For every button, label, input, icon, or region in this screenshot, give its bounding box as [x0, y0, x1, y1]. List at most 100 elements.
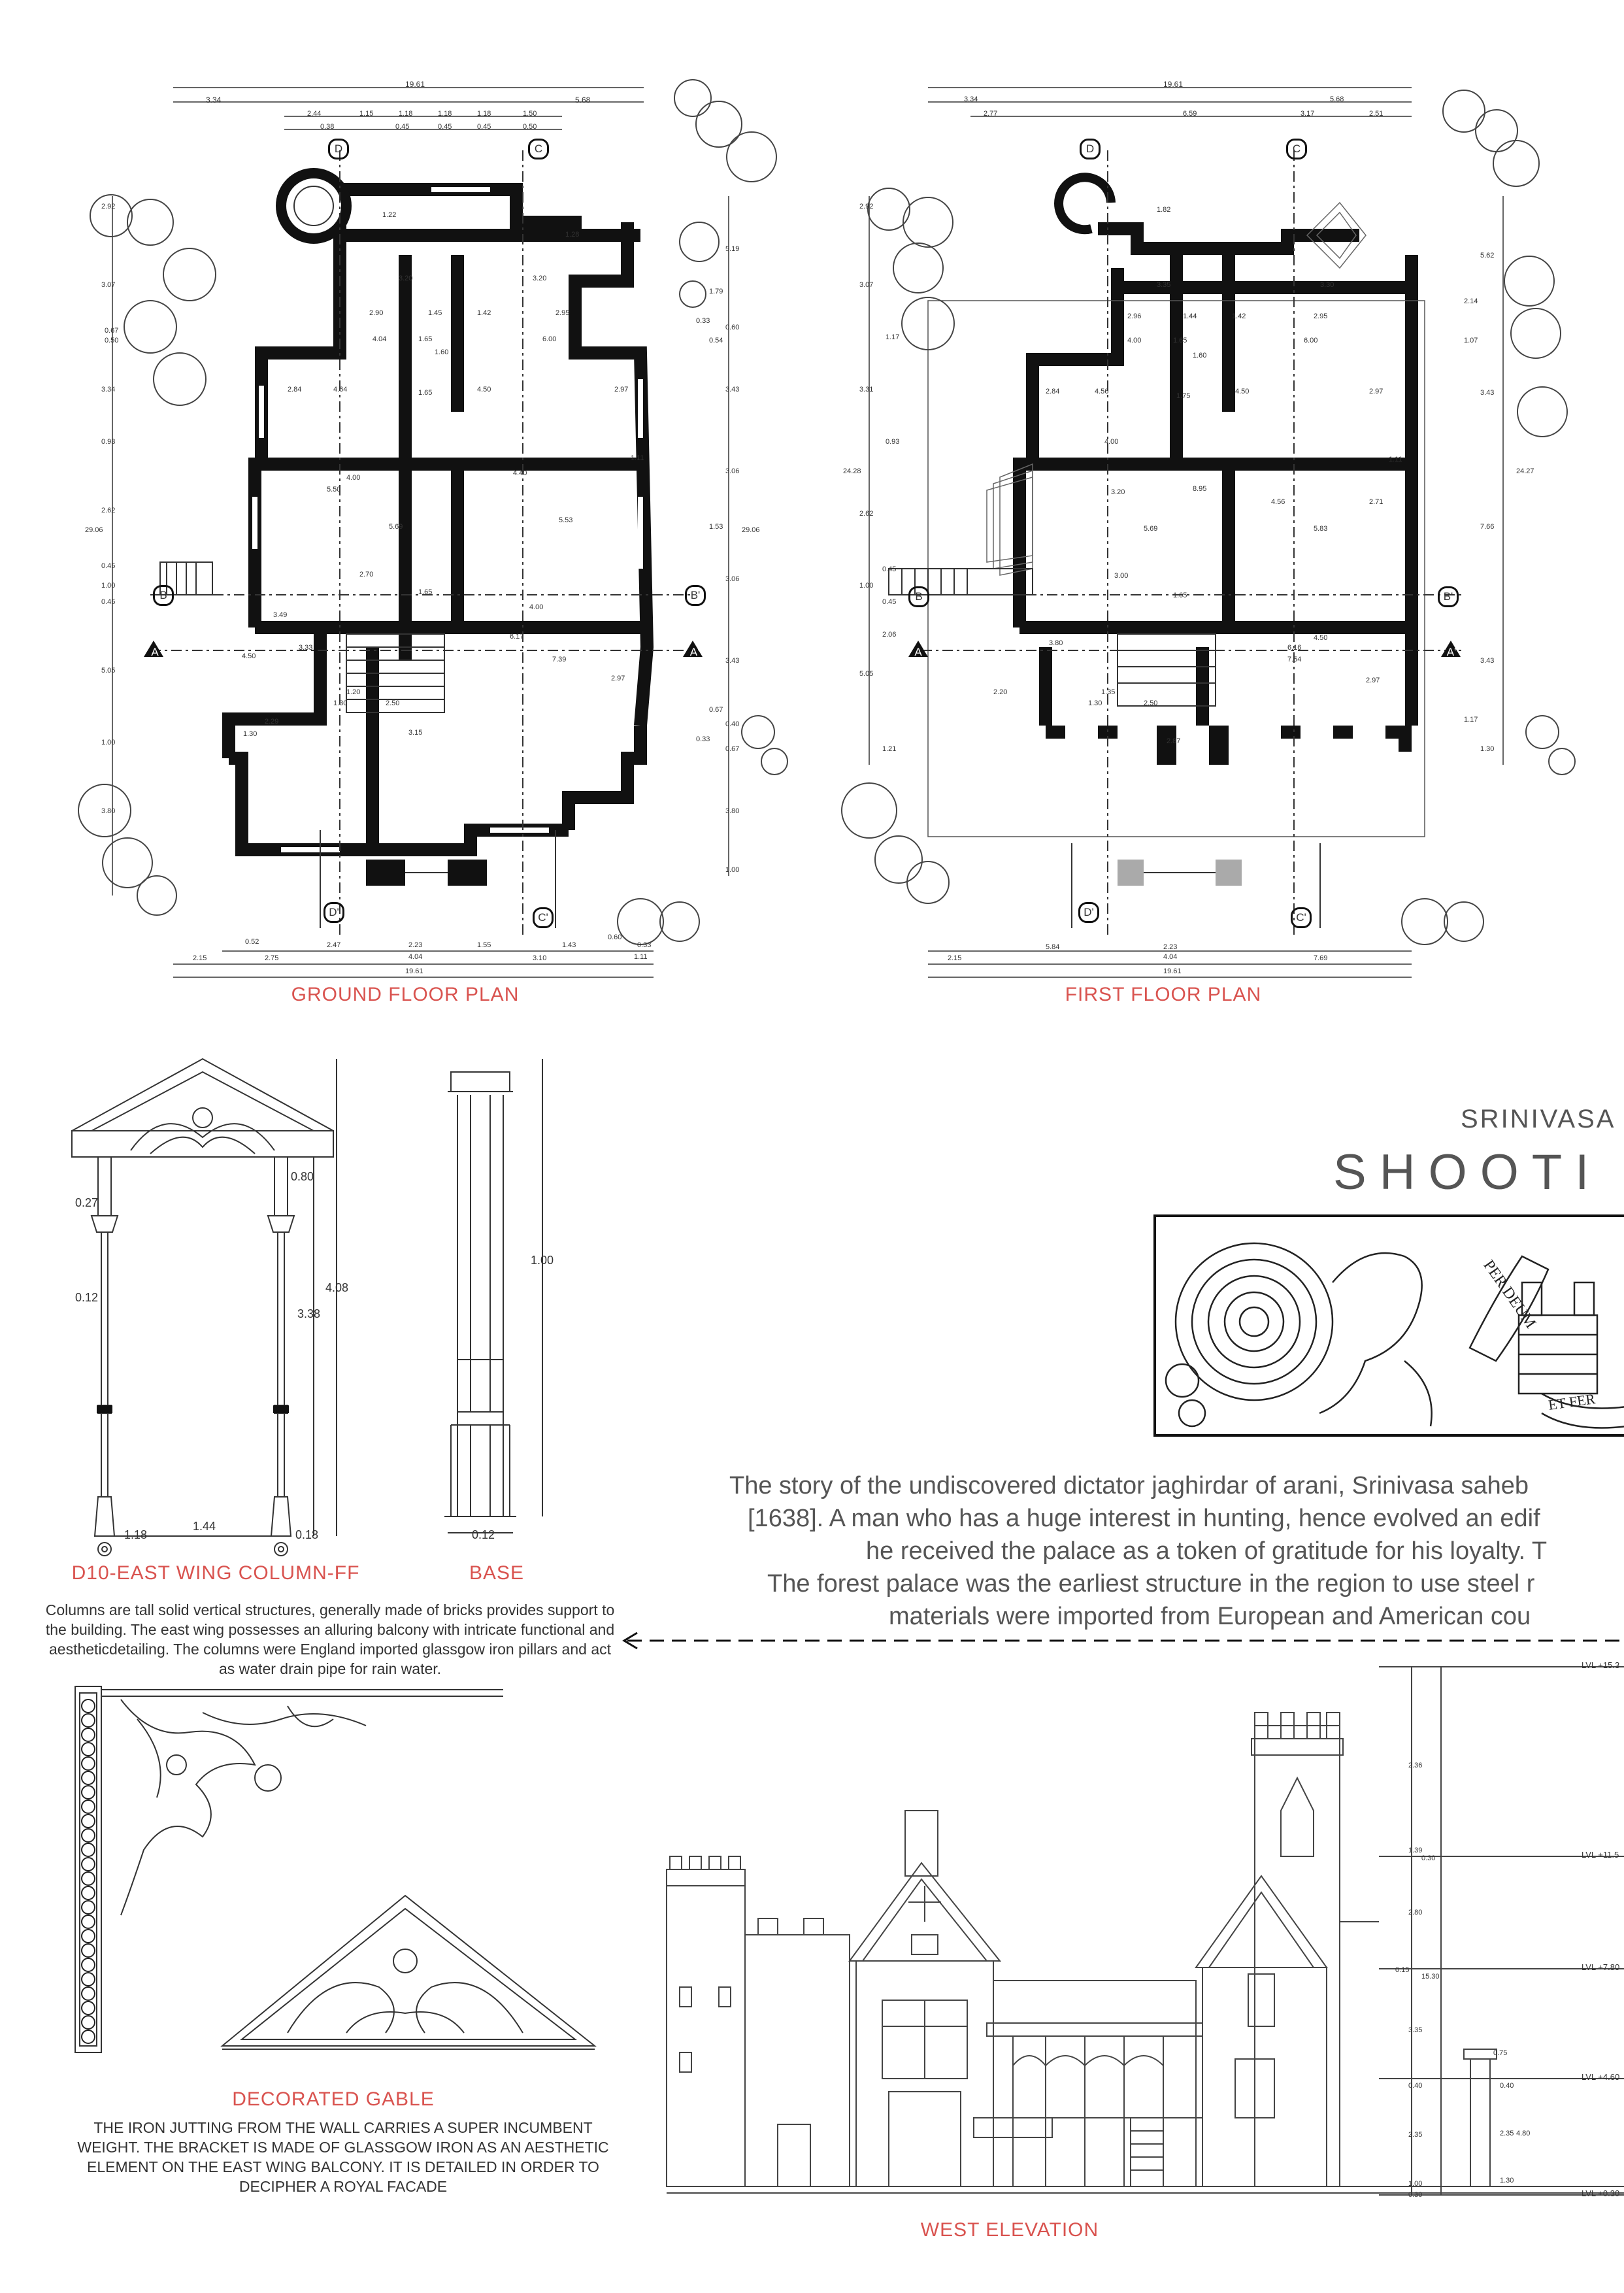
room-dim: 1.65: [1173, 337, 1187, 344]
dim-label: 1.00: [859, 582, 874, 590]
dim-label: 2.44: [307, 110, 322, 118]
story-text: The story of the undiscovered dictator j…: [699, 1469, 1624, 1633]
elevation-dim: 3.35: [1408, 2026, 1423, 2034]
dim-label: 3.06: [725, 467, 740, 475]
elevation-dim: 0.15: [1395, 1966, 1410, 1974]
column-dim: 1.18: [124, 1528, 148, 1541]
dim-label: 1.07: [1464, 337, 1478, 344]
room-dim: 4.50: [1235, 388, 1250, 395]
section-mark-b: B: [153, 585, 174, 606]
dim-label: 1.17: [1464, 716, 1478, 724]
section-mark-d-prime: D': [323, 902, 344, 923]
dim-label: 3.34: [964, 95, 978, 103]
dim-label: 3.80: [725, 807, 740, 815]
dim-label: 0.45: [882, 565, 897, 573]
dim-label: 2.75: [265, 954, 279, 962]
room-dim: 3.35: [1157, 281, 1171, 289]
room-dim: 2.97: [1366, 677, 1380, 684]
column-drawing: [71, 1058, 337, 1556]
room-dim: 2.50: [1144, 699, 1158, 707]
first-floor-caption: FIRST FLOOR PLAN: [1065, 984, 1262, 1005]
room-dim: 1.28: [565, 231, 580, 239]
room-dim: 8.95: [1193, 485, 1207, 493]
gable-description: THE IRON JUTTING FROM THE WALL CARRIES A…: [77, 2119, 609, 2195]
room-dim: 2.97: [614, 386, 629, 393]
room-dim: 1.65: [418, 335, 433, 343]
base-dim: 0.12: [472, 1528, 495, 1541]
room-dim: 1.42: [477, 309, 491, 317]
dim-label: 2.23: [1163, 943, 1178, 951]
room-dim: 4.64: [333, 386, 348, 393]
column-dim: 0.80: [291, 1170, 314, 1183]
level-label: LVL +4.60: [1582, 2072, 1620, 2082]
west-elevation-drawing: [666, 1666, 1624, 2196]
room-dim: 1.65: [1173, 592, 1187, 599]
dim-label: 7.69: [1314, 954, 1328, 962]
room-dim: 6.00: [1304, 337, 1318, 344]
dim-label: 0.67: [725, 745, 740, 753]
dim-label: 2.23: [408, 941, 423, 949]
room-dim: 2.97: [1369, 388, 1384, 395]
level-label: LVL +11.5: [1582, 1850, 1619, 1860]
room-dim: 4.00: [1127, 337, 1142, 344]
base-dim: 1.00: [531, 1254, 554, 1267]
dim-label: 0.45: [438, 123, 452, 131]
dim-label: 0.33: [696, 317, 710, 325]
dim-label: 3.10: [533, 954, 547, 962]
room-dim: 3.33: [299, 644, 313, 652]
elevation-dim: 15.30: [1421, 1973, 1440, 1981]
dim-label: 1.11: [634, 953, 648, 961]
dim-label: 0.33: [696, 735, 710, 743]
dim-label: 1.53: [709, 523, 723, 531]
room-dim: 4.00: [529, 603, 544, 611]
dim-label: 3.43: [725, 657, 740, 665]
room-dim: 4.00: [346, 474, 361, 482]
dim-label: 5.19: [725, 245, 740, 253]
room-dim: 7.54: [1287, 656, 1302, 663]
section-mark-b: B: [908, 586, 929, 607]
level-label: LVL +15.3: [1582, 1660, 1620, 1670]
story-line: [1638]. A man who has a huge interest in…: [748, 1505, 1540, 1532]
section-mark-b-prime: B': [1438, 586, 1459, 607]
elevation-dim: 1.00: [1408, 2180, 1423, 2188]
dim-label: 3.06: [725, 575, 740, 583]
dim-label: 1.79: [709, 288, 723, 295]
east-wing-column-detail: 0.80 0.27 4.08 3.38 0.12 1.44 1.18 0.18: [52, 1039, 379, 1582]
room-dim: 1.82: [1157, 206, 1171, 214]
elevation-dim: 2.35: [1408, 2131, 1423, 2139]
crest-panel: PER DEUM ET FER: [1153, 1214, 1624, 1437]
dim-label: 1.43: [562, 941, 576, 949]
dim-label: 1.00: [101, 582, 116, 590]
section-mark-d: D: [1080, 139, 1101, 159]
dim-label: 3.34: [101, 386, 116, 393]
room-dim: 3.49: [273, 611, 288, 619]
room-dim: 2.97: [611, 675, 625, 682]
room-dim: 5.69: [1144, 525, 1158, 533]
dim-label: 3.80: [101, 807, 116, 815]
dim-label: 5.84: [1046, 943, 1060, 951]
dim-label: 1.17: [886, 333, 900, 341]
room-dim: 6.17: [510, 633, 524, 641]
elevation-dim: 2.35: [1500, 2130, 1514, 2137]
dim-label: 3.43: [1480, 657, 1495, 665]
title-line-1: SRINIVASA S: [1461, 1105, 1624, 1133]
elevation-dim: 0.30: [1421, 1854, 1436, 1862]
room-dim: 2.70: [359, 571, 374, 578]
section-mark-c: C: [1286, 139, 1307, 159]
overall-width-top: 19.61: [405, 80, 425, 89]
overall-depth-right: 24.27: [1516, 467, 1534, 475]
room-dim: 3.20: [399, 275, 413, 282]
dim-label: 0.45: [101, 598, 116, 606]
room-dim: 1.60: [1193, 352, 1207, 360]
decorated-gable-detail: [72, 1680, 608, 2085]
dim-label: 5.05: [101, 667, 116, 675]
elevation-dim: 1.30: [1500, 2177, 1514, 2184]
room-dim: 1.45: [428, 309, 442, 317]
room-dim: 1.75: [1176, 392, 1191, 400]
dashed-arrow: [622, 1632, 1624, 1650]
ground-floor-plan: 19.61 3.34 5.68 2.44 1.15 1.18 1.18 1.18…: [65, 72, 823, 1005]
story-line: he received the palace as a token of gra…: [866, 1537, 1548, 1565]
dim-label: 1.30: [1480, 745, 1495, 753]
room-dim: 1.20: [346, 688, 361, 696]
room-dim: 3.30: [1320, 281, 1334, 289]
